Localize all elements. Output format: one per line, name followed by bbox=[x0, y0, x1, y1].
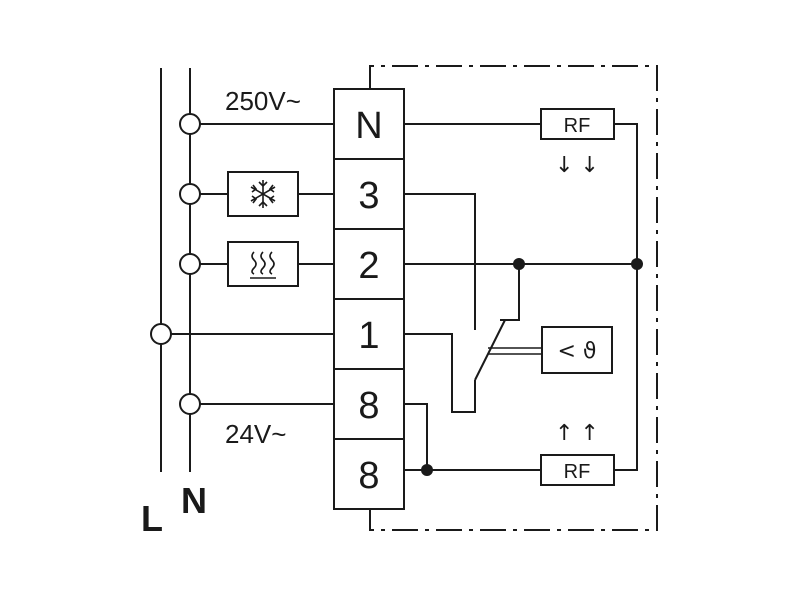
voltage-label-250v: 250V~ bbox=[225, 86, 301, 116]
temperature-sensor: < ϑ bbox=[541, 326, 613, 374]
bus-connection-2 bbox=[179, 253, 201, 275]
junction-node bbox=[631, 258, 643, 270]
terminal-label-3: 3 bbox=[358, 175, 379, 217]
temperature-sensor-symbol: < ϑ bbox=[557, 339, 596, 364]
signal-arrows-down: ↓ ↓ bbox=[555, 153, 599, 178]
bus-connection-8 bbox=[179, 393, 201, 415]
housing-outline bbox=[369, 65, 658, 531]
rf-label-lower: RF bbox=[564, 461, 591, 483]
rf-module-lower: RF bbox=[540, 454, 615, 486]
internal-wiring bbox=[404, 123, 638, 471]
terminal-8-lower bbox=[333, 438, 405, 510]
bus-connection-n bbox=[179, 113, 201, 135]
bus-connection-1 bbox=[150, 323, 172, 345]
rf-module-upper: RF bbox=[540, 108, 615, 140]
terminal-label-8-upper: 8 bbox=[358, 385, 379, 427]
junction-node bbox=[513, 258, 525, 270]
terminal-2 bbox=[333, 228, 405, 300]
heat-waves-icon bbox=[250, 251, 276, 279]
terminal-block: N 3 2 1 8 8 bbox=[333, 88, 405, 510]
bus-label-n: N bbox=[181, 480, 207, 521]
terminal-n bbox=[333, 88, 405, 160]
terminal-label-1: 1 bbox=[358, 315, 379, 357]
junction-node bbox=[421, 464, 433, 476]
terminal-8-upper bbox=[333, 368, 405, 440]
voltage-label-24v: 24V~ bbox=[225, 419, 286, 449]
terminal-3 bbox=[333, 158, 405, 230]
bus-label-l: L bbox=[141, 498, 163, 539]
terminal-label-2: 2 bbox=[358, 245, 379, 287]
snowflake-icon bbox=[250, 180, 276, 208]
terminal-label-n: N bbox=[355, 105, 382, 147]
rf-label-upper: RF bbox=[564, 115, 591, 137]
cooling-load bbox=[227, 171, 299, 217]
signal-arrows-up: ↑ ↑ bbox=[555, 421, 599, 446]
heating-load bbox=[227, 241, 299, 287]
terminal-label-8-lower: 8 bbox=[358, 455, 379, 497]
bus-connection-3 bbox=[179, 183, 201, 205]
